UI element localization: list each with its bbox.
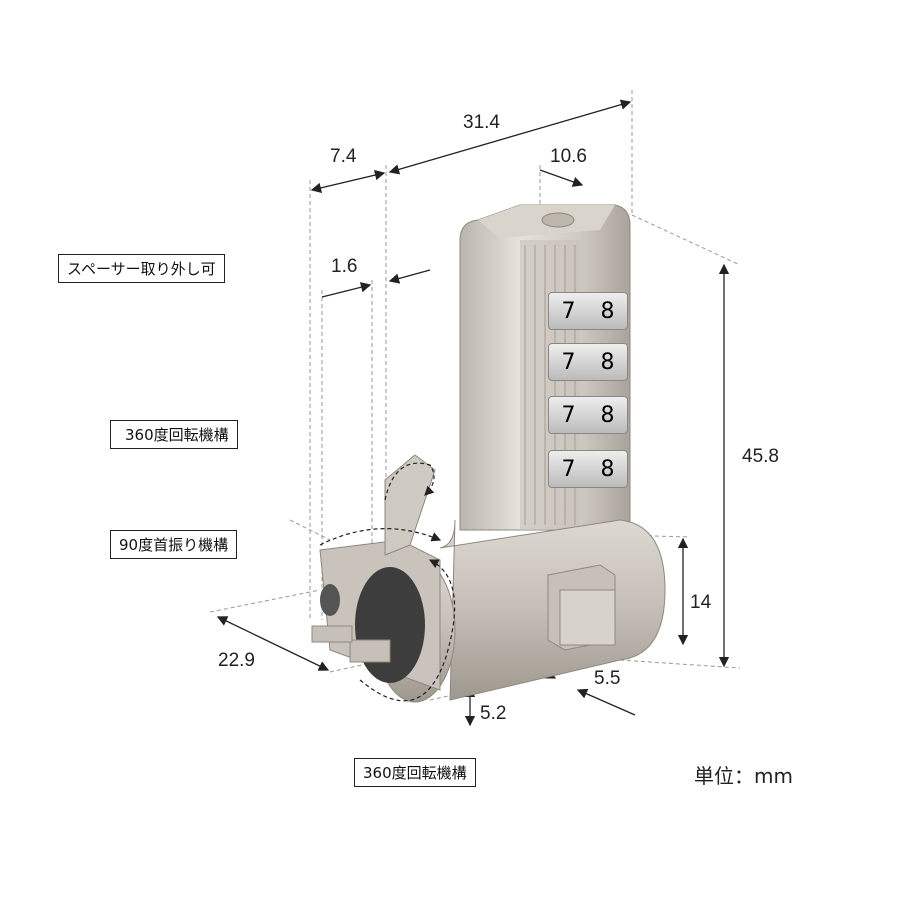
dim-bottom-offset: 5.2 [480, 703, 507, 724]
dial-digit: 7 [561, 298, 576, 324]
dim-button-offset: 5.5 [594, 668, 621, 689]
dial-digit: 8 [600, 402, 615, 428]
dim-spacer-offset: 7.4 [330, 146, 357, 167]
dial-digit: 8 [600, 456, 615, 482]
label-swivel-90: 90度首振り機構 [110, 530, 238, 559]
dim-overall-depth: 31.4 [463, 112, 500, 133]
dim-base-height: 14 [690, 592, 712, 613]
dim-overall-height: 45.8 [742, 446, 779, 467]
dial-digit: 8 [600, 298, 615, 324]
dial-digit: 7 [561, 456, 576, 482]
dial-digit: 7 [561, 402, 576, 428]
unit-label: 単位：mm [694, 764, 793, 788]
dim-top-width: 10.6 [550, 146, 587, 167]
label-rotation-360-upper: 360度回転機構 [110, 420, 238, 449]
dim-spacer-thickness: 1.6 [331, 256, 358, 277]
label-spacer-removable: スペーサー取り外し可 [58, 254, 225, 283]
dial-digit: 7 [561, 349, 576, 375]
rotation-arrows [319, 462, 456, 702]
dial-digit: 8 [600, 349, 615, 375]
dim-head-length: 22.9 [218, 650, 255, 671]
label-rotation-360-lower: 360度回転機構 [354, 758, 476, 787]
